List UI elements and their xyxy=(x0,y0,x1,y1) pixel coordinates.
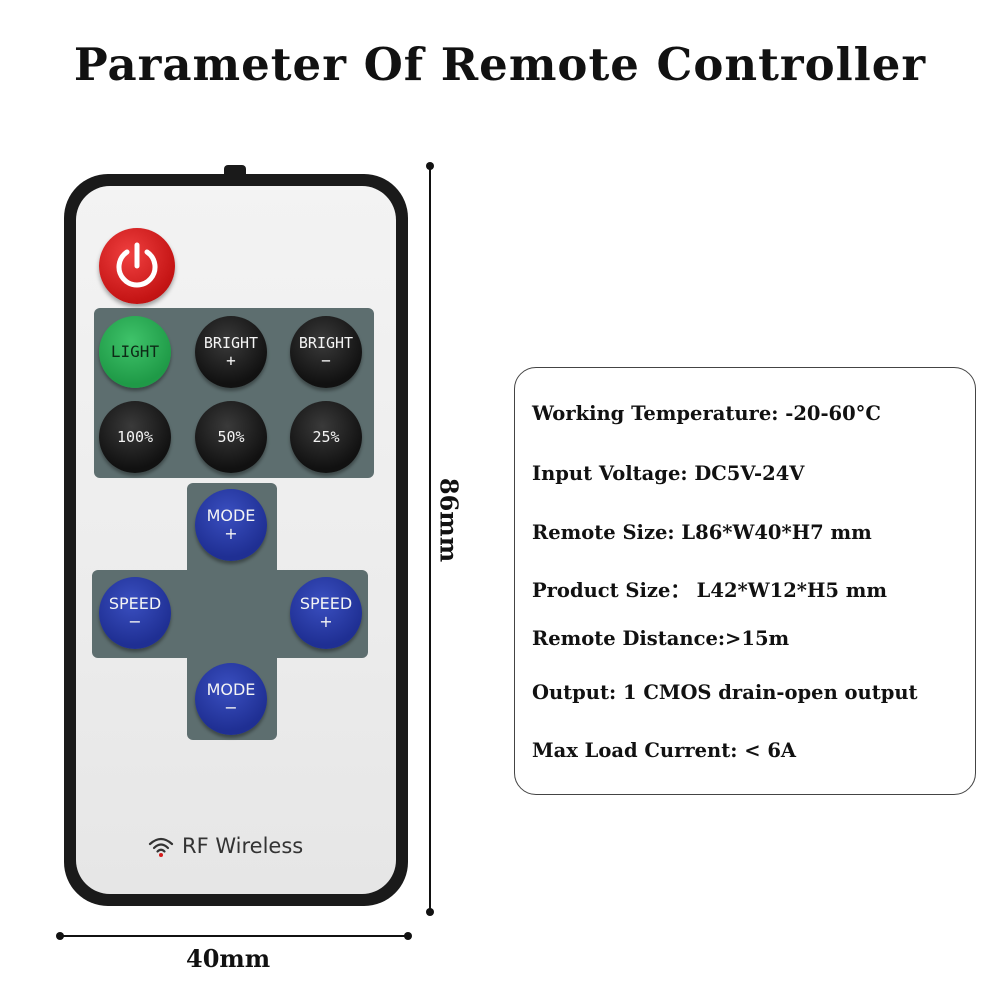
height-dimension-dot-top xyxy=(426,162,434,170)
width-dimension-dot-right xyxy=(404,932,412,940)
spec-max-load-current: Max Load Current: < 6A xyxy=(532,739,797,762)
brightness-100-label: 100% xyxy=(116,428,154,446)
width-dimension-label: 40mm xyxy=(186,944,271,973)
mode-minus-sign: − xyxy=(224,698,238,717)
speed-plus-sign: + xyxy=(319,612,333,631)
height-dimension-dot-bottom xyxy=(426,908,434,916)
speed-minus-label: SPEED xyxy=(108,594,162,613)
brightness-100-button[interactable]: 100% xyxy=(99,401,171,473)
width-dimension-dot-left xyxy=(56,932,64,940)
spec-working-temperature: Working Temperature: -20-60°C xyxy=(532,402,881,425)
bright-minus-sign: − xyxy=(321,351,331,370)
brightness-25-label: 25% xyxy=(312,428,340,446)
mode-minus-label: MODE xyxy=(206,680,256,699)
bright-plus-sign: + xyxy=(226,351,236,370)
spec-product-size: Product Size： L42*W12*H5 mm xyxy=(532,579,888,602)
height-dimension-label: 86mm xyxy=(434,477,464,563)
power-button[interactable] xyxy=(99,228,175,304)
mode-plus-sign: + xyxy=(224,524,238,543)
spec-remote-size: Remote Size: L86*W40*H7 mm xyxy=(532,521,872,544)
mode-plus-button[interactable]: MODE + xyxy=(195,489,267,561)
wifi-signal-icon xyxy=(148,837,174,857)
power-icon xyxy=(116,242,158,288)
mode-minus-button[interactable]: MODE − xyxy=(195,663,267,735)
rf-wireless-branding: RF Wireless xyxy=(148,834,303,858)
spec-box xyxy=(514,367,976,795)
width-dimension-line xyxy=(60,935,408,937)
bright-minus-label: BRIGHT xyxy=(298,334,354,352)
bright-minus-button[interactable]: BRIGHT − xyxy=(290,316,362,388)
brightness-50-button[interactable]: 50% xyxy=(195,401,267,473)
spec-input-voltage: Input Voltage: DC5V-24V xyxy=(532,462,805,485)
bright-plus-button[interactable]: BRIGHT + xyxy=(195,316,267,388)
bright-plus-label: BRIGHT xyxy=(203,334,259,352)
height-dimension-line xyxy=(429,166,431,912)
speed-plus-button[interactable]: SPEED + xyxy=(290,577,362,649)
speed-plus-label: SPEED xyxy=(299,594,353,613)
speed-minus-button[interactable]: SPEED − xyxy=(99,577,171,649)
rf-wireless-label: RF Wireless xyxy=(182,834,304,858)
speed-minus-sign: − xyxy=(128,612,142,631)
mode-plus-label: MODE xyxy=(206,506,256,525)
brightness-25-button[interactable]: 25% xyxy=(290,401,362,473)
brightness-50-label: 50% xyxy=(217,428,245,446)
spec-remote-distance: Remote Distance:>15m xyxy=(532,627,790,650)
light-button[interactable]: LIGHT xyxy=(99,316,171,388)
spec-output: Output: 1 CMOS drain-open output xyxy=(532,681,918,704)
page-title: Parameter Of Remote Controller xyxy=(73,38,927,91)
light-label: LIGHT xyxy=(110,342,160,361)
